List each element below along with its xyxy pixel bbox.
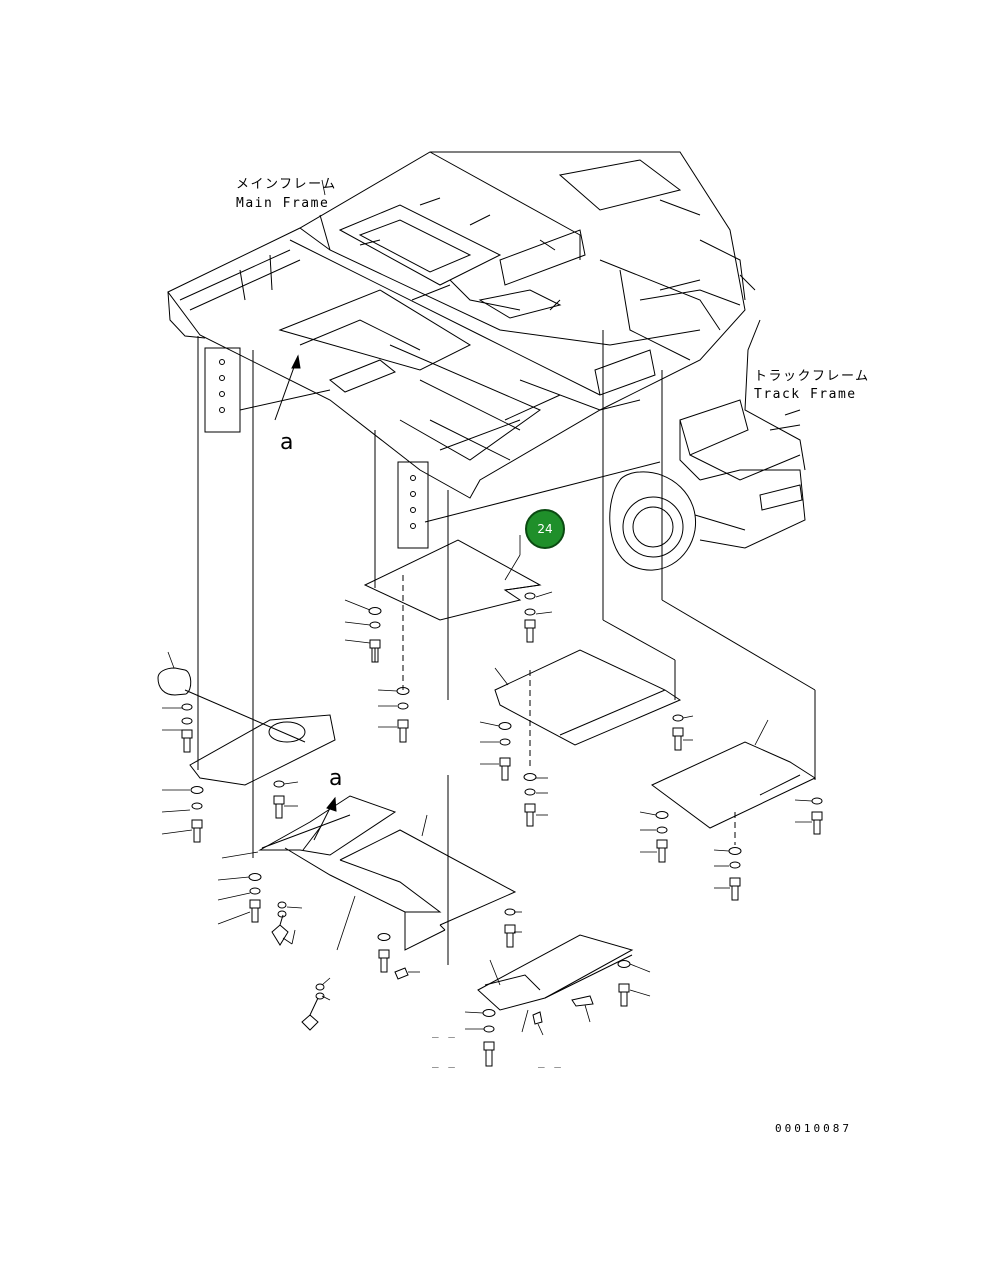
alignment-lines [184, 330, 816, 965]
dash-mark: _ _ [432, 1055, 457, 1068]
bolt-group-10 [655, 811, 669, 863]
bolt-group-1 [368, 607, 382, 663]
bolt-group-5 [498, 722, 512, 781]
bolt-group-8 [273, 780, 285, 819]
bolt-group-12 [728, 847, 742, 901]
bolt-group-20 [482, 1009, 496, 1067]
rubber-cap [157, 667, 192, 696]
bolt-group-9 [190, 786, 204, 843]
track-frame-label-en: Track Frame [754, 387, 857, 402]
drawing-number: 00010087 [775, 1122, 852, 1135]
bolt-group-17 [394, 967, 409, 980]
plate-holes [219, 359, 416, 529]
dashed-center-lines [402, 575, 736, 845]
dash-mark: _ _ [432, 1025, 457, 1038]
bolt-group-6 [672, 714, 684, 751]
clip-parts [532, 995, 594, 1025]
bolt-group-14 [271, 901, 289, 946]
bolt-group-13 [248, 873, 262, 923]
view-mark-a-lower: a [329, 766, 343, 791]
bolt-group-11 [811, 797, 823, 835]
track-frame-label-jp: トラックフレーム [754, 369, 870, 384]
main-frame-label-jp: メインフレーム [236, 177, 337, 192]
dash-mark: _ _ [538, 1055, 563, 1068]
part-callout-24[interactable]: 24 [525, 509, 565, 549]
bolt-group-7 [523, 773, 537, 827]
track-frame-assembly [609, 319, 806, 571]
view-arrows [274, 354, 337, 851]
leader-lines [161, 179, 813, 1036]
fasteners [157, 592, 823, 1067]
bolt-group-3 [396, 687, 410, 743]
bolt-group-18 [617, 960, 631, 1007]
main-frame-assembly [167, 151, 756, 549]
view-mark-a-upper: a [280, 430, 294, 455]
bolt-group-2 [524, 592, 536, 643]
bolt-group-15 [504, 908, 516, 948]
bolt-group-16 [377, 933, 391, 973]
bolt-group-19 [301, 983, 325, 1031]
callout-number: 24 [537, 522, 553, 536]
main-frame-label-en: Main Frame [236, 196, 330, 211]
bolt-group-4 [181, 703, 193, 753]
